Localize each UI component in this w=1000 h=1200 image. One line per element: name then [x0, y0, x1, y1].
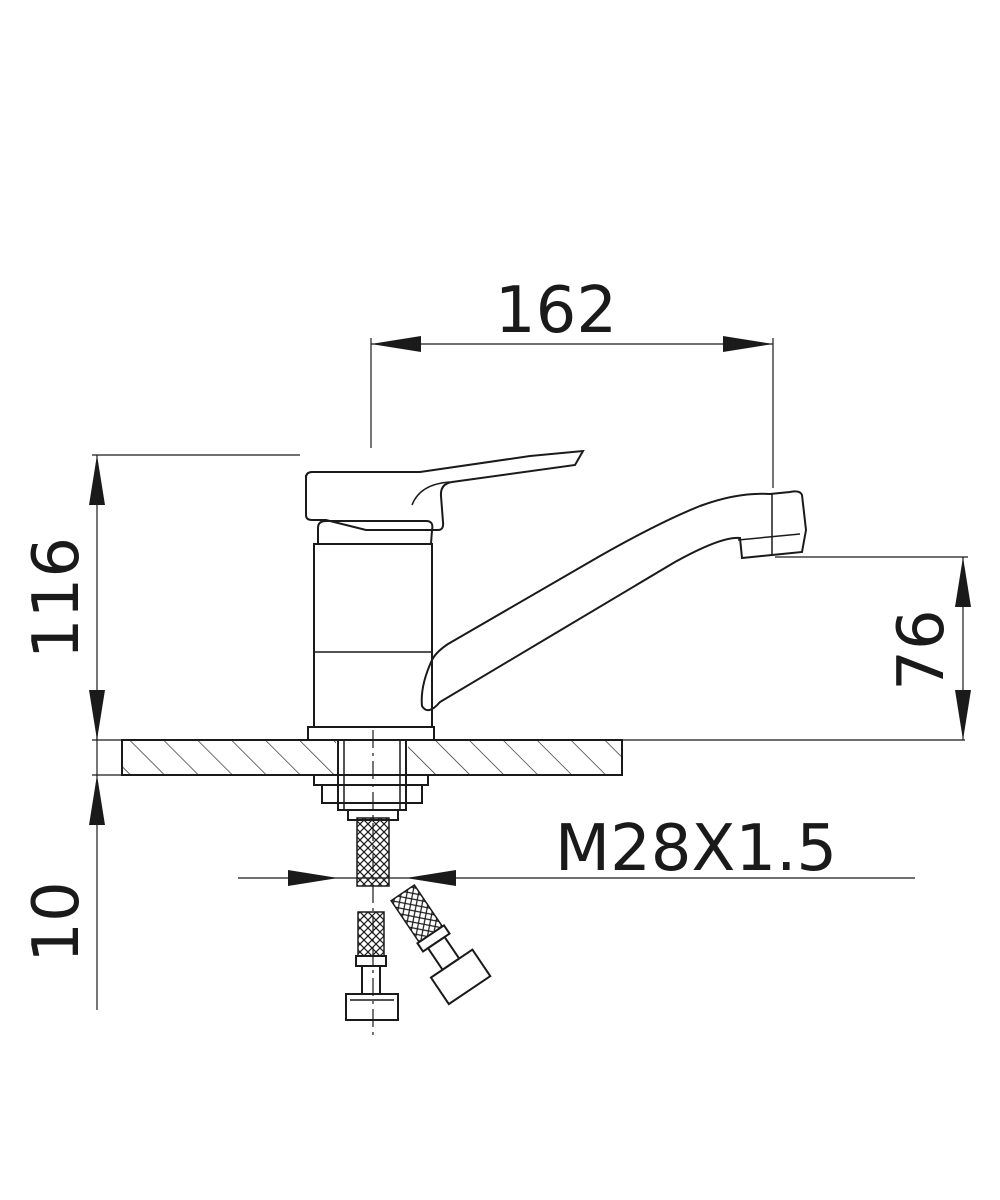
hose-right	[390, 883, 492, 1006]
lever-handle	[305, 449, 585, 531]
arrowhead-left	[371, 336, 421, 352]
dimension-label-spout-reach: 162	[495, 274, 617, 348]
dimension-label-spout-height: 76	[885, 609, 959, 690]
arrowhead-top	[955, 557, 971, 607]
hose-braid-right	[390, 883, 444, 944]
hose-nut-right	[429, 948, 492, 1006]
dimension-label-deck-thickness: 10	[20, 881, 94, 962]
spout-outline	[420, 490, 808, 712]
arrowhead-right	[723, 336, 773, 352]
arrowhead-left	[288, 870, 338, 886]
arrowhead-top	[89, 455, 105, 505]
faucet-spout	[420, 490, 808, 712]
dimension-spout-reach: 162	[370, 274, 774, 488]
supply-hoses	[345, 817, 492, 1021]
aerator-ring	[737, 533, 801, 541]
cartridge-cap	[317, 520, 434, 545]
hose-braid-left	[357, 911, 385, 957]
hose-stem-right	[426, 935, 461, 972]
lever-contour	[411, 481, 451, 506]
mounting-washer	[313, 774, 429, 786]
dimension-label-thread: M28X1.5	[555, 812, 837, 886]
dimension-label-total-height: 116	[20, 537, 94, 659]
arrowhead-bottom	[89, 775, 105, 825]
mounting-nut	[321, 784, 423, 804]
countertop-section	[121, 739, 623, 776]
dimension-total-height: 116	[20, 454, 300, 740]
hose-stem-left	[361, 965, 381, 995]
arrowhead-bottom	[955, 690, 971, 740]
dimension-spout-height: 76	[775, 556, 971, 740]
hose-ferrule-left	[355, 955, 387, 967]
dimension-thread: M28X1.5	[238, 812, 915, 886]
hose-nut-left	[345, 993, 399, 1021]
faucet-body	[305, 449, 585, 741]
arrowhead-right	[406, 870, 456, 886]
body-cylinder	[313, 543, 433, 728]
base-flange	[307, 726, 435, 741]
